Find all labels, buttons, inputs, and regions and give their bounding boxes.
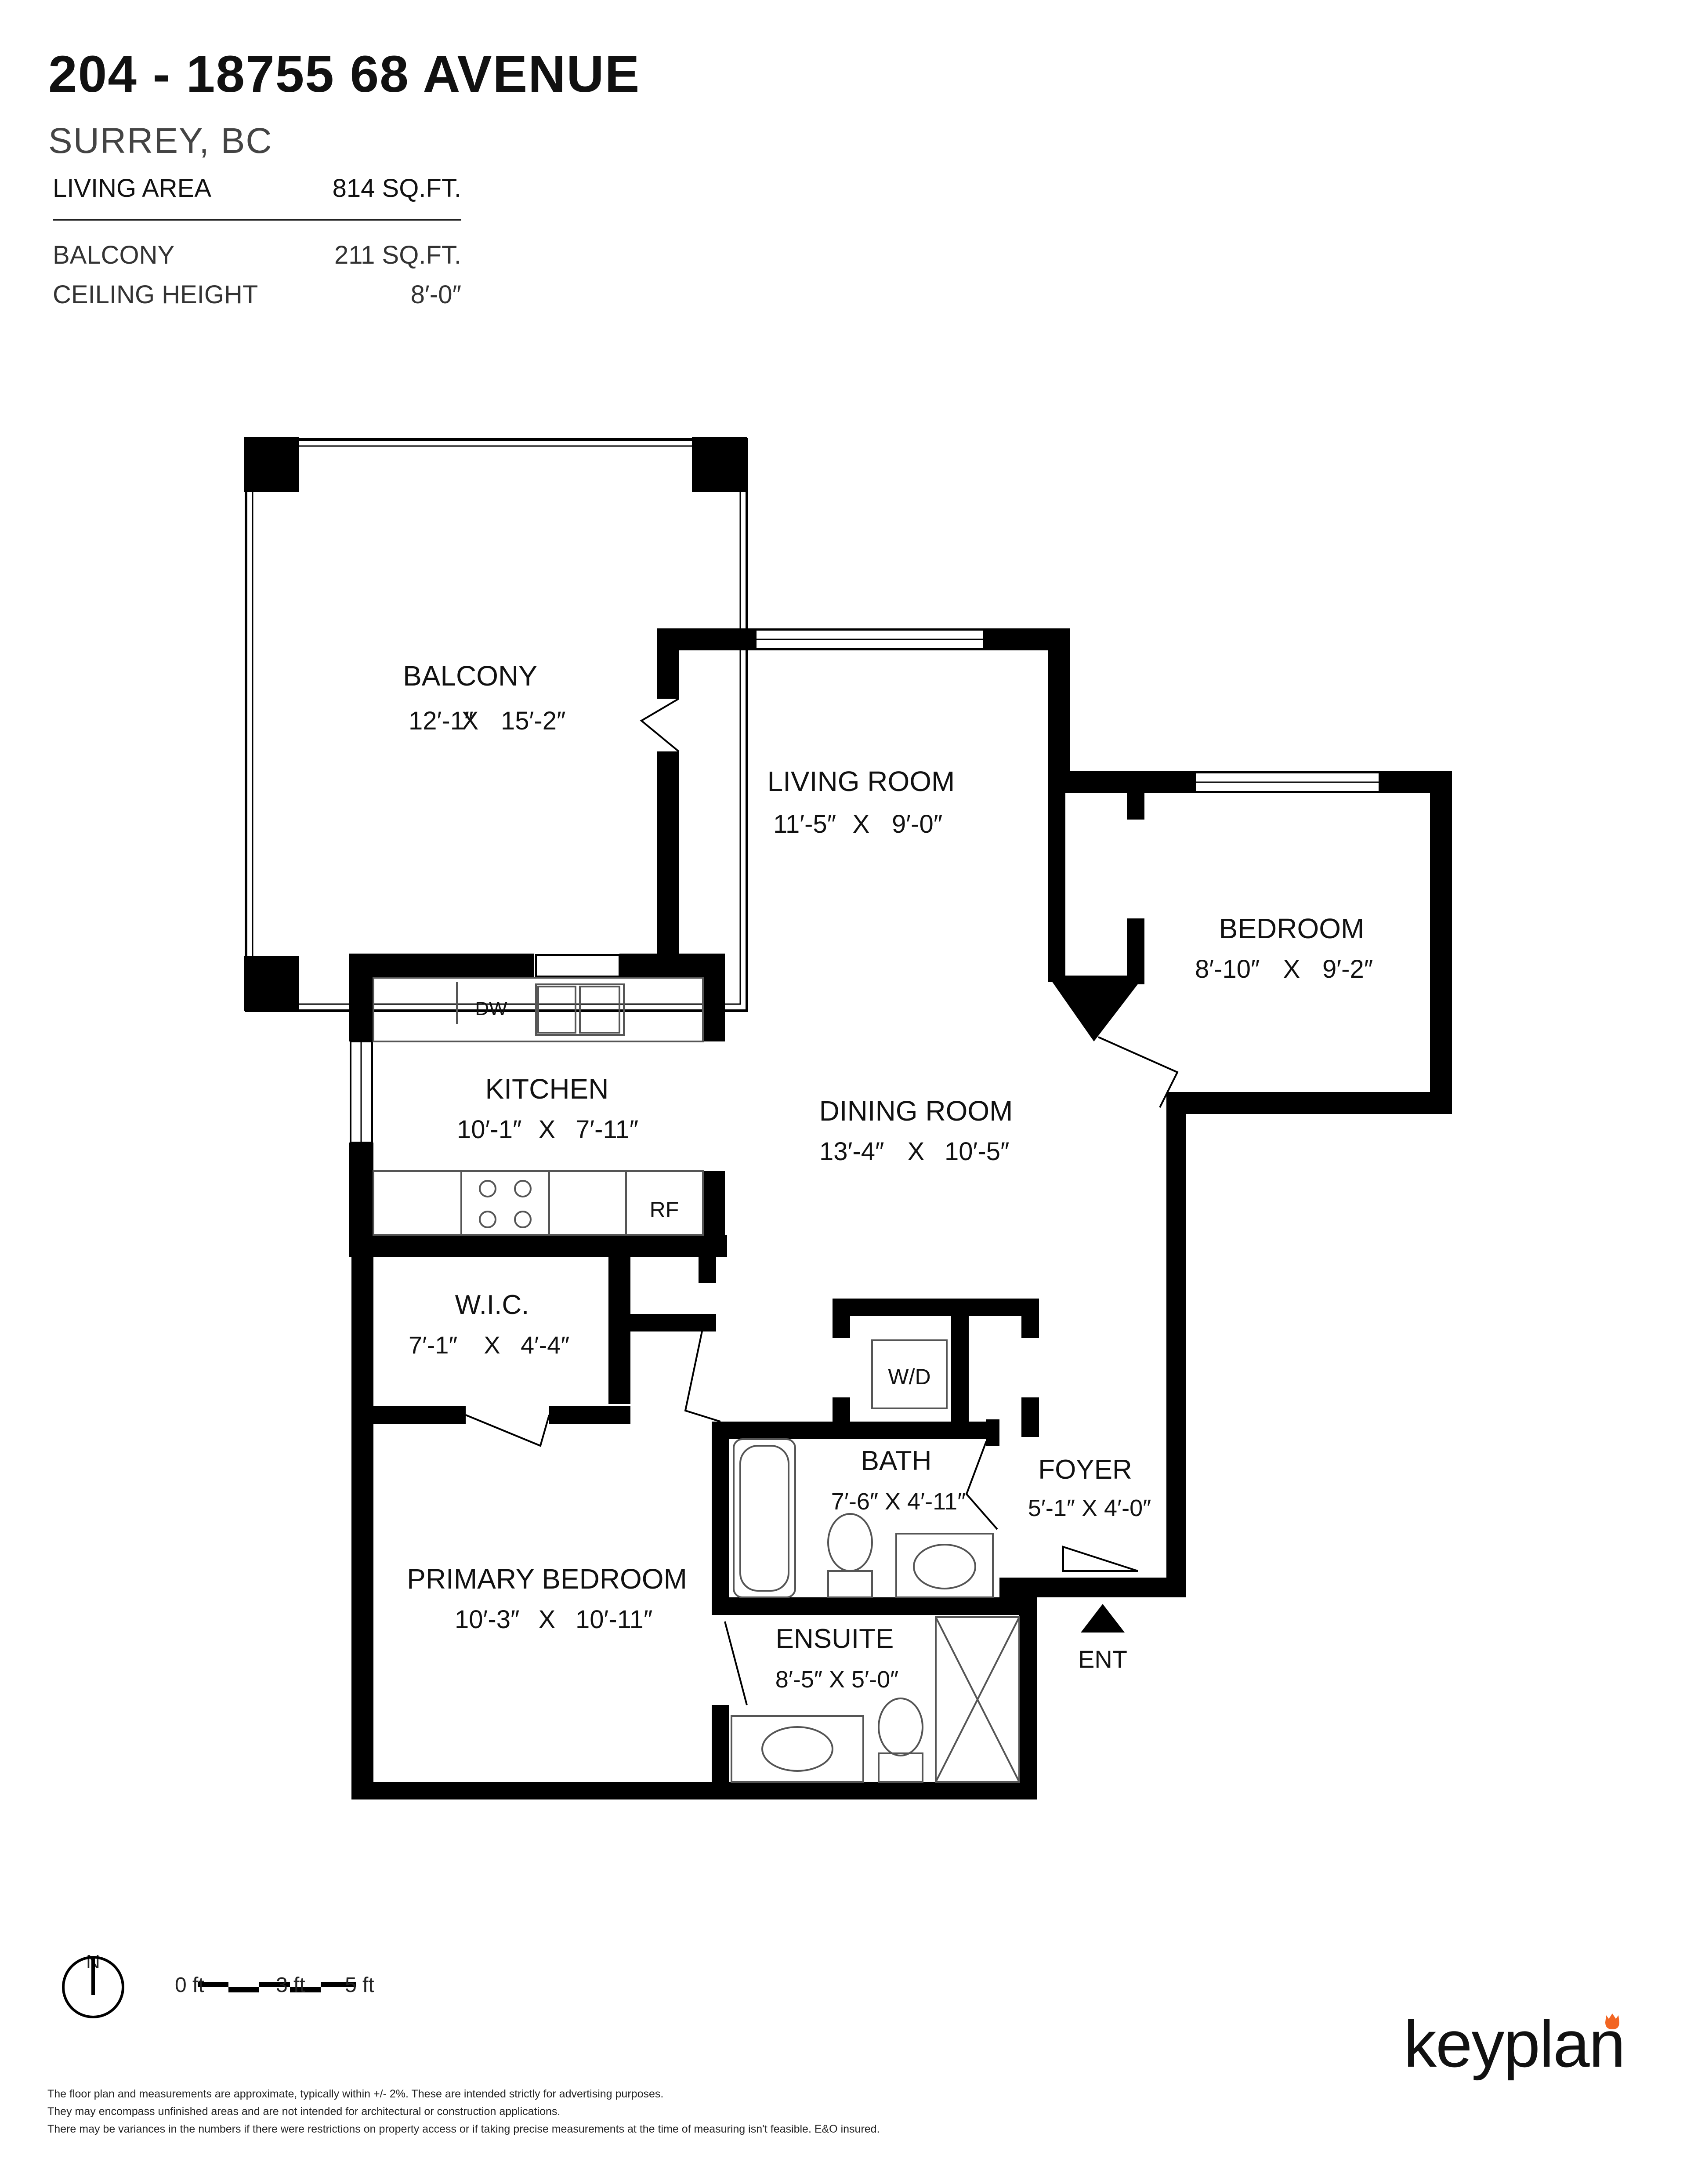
wic-height: 4′-4″ bbox=[521, 1331, 569, 1359]
living-room-height: 9′-0″ bbox=[892, 810, 942, 838]
wic-x: X bbox=[484, 1331, 500, 1359]
ceiling-height-row: CEILING HEIGHT 8′-0″ bbox=[53, 282, 461, 308]
living-room-width: 11′-5″ bbox=[773, 810, 836, 838]
bedroom-height: 9′-2″ bbox=[1322, 955, 1373, 983]
balcony-area-row: BALCONY 211 SQ.FT. bbox=[53, 243, 461, 268]
primary-bedroom-name: PRIMARY BEDROOM bbox=[407, 1563, 687, 1595]
balcony-name: BALCONY bbox=[403, 660, 537, 692]
scale-bar bbox=[198, 1982, 356, 1992]
foyer-name: FOYER bbox=[1038, 1455, 1132, 1485]
living-room-name: LIVING ROOM bbox=[767, 765, 955, 797]
ceiling-height-label: CEILING HEIGHT bbox=[53, 280, 258, 309]
brand-logo: keyplan bbox=[1404, 2007, 1625, 2081]
brand-flame-icon bbox=[1605, 2013, 1619, 2029]
room-labels: BALCONY 12′-1″ X 15′-2″ LIVING ROOM 11′-… bbox=[403, 660, 1373, 1693]
balcony-outline bbox=[244, 437, 748, 1012]
dishwasher-label: DW bbox=[475, 998, 507, 1019]
bedroom-x: X bbox=[1283, 955, 1300, 983]
ensuite-name: ENSUITE bbox=[776, 1624, 894, 1654]
kitchen-height: 7′-11″ bbox=[576, 1115, 638, 1144]
entrance-label: ENT bbox=[1078, 1645, 1127, 1673]
disclaimer-line-3: There may be variances in the numbers if… bbox=[47, 2123, 880, 2135]
primary-bedroom-x: X bbox=[539, 1605, 556, 1634]
bedroom-name: BEDROOM bbox=[1219, 913, 1365, 944]
scale-label-0: 0 ft bbox=[175, 1974, 204, 1997]
balcony-x: X bbox=[462, 707, 479, 735]
scale-label-3: 3 ft bbox=[276, 1974, 305, 1997]
scale-label-5: 5 ft bbox=[345, 1974, 374, 1997]
washer-dryer-label: W/D bbox=[888, 1364, 930, 1389]
property-address: 204 - 18755 68 AVENUE bbox=[48, 45, 641, 103]
foyer-dimensions: 5′-1″ X 4′-0″ bbox=[1028, 1495, 1151, 1521]
ensuite-dimensions: 8′-5″ X 5′-0″ bbox=[775, 1666, 899, 1693]
bath-dimensions: 7′-6″ X 4′-11″ bbox=[831, 1488, 966, 1515]
disclaimer: The floor plan and measurements are appr… bbox=[47, 2085, 880, 2138]
ceiling-height-value: 8′-0″ bbox=[410, 280, 461, 309]
dining-room-height: 10′-5″ bbox=[945, 1137, 1010, 1166]
doors bbox=[465, 698, 1179, 1705]
kitchen-counters bbox=[373, 977, 704, 1236]
balcony-height: 15′-2″ bbox=[501, 707, 566, 735]
dining-room-x: X bbox=[908, 1137, 925, 1166]
bath-name: BATH bbox=[861, 1446, 932, 1476]
disclaimer-line-1: The floor plan and measurements are appr… bbox=[47, 2088, 664, 2100]
windows bbox=[350, 629, 1380, 1143]
fixture-labels: DW RF W/D ENT bbox=[475, 998, 1127, 1673]
wic-name: W.I.C. bbox=[455, 1290, 529, 1320]
wic-width: 7′-1″ bbox=[409, 1331, 457, 1359]
balcony-area-value: 211 SQ.FT. bbox=[334, 241, 461, 269]
entrance-arrow-icon bbox=[1081, 1604, 1125, 1633]
fridge-label: RF bbox=[650, 1197, 679, 1222]
bedroom-width: 8′-10″ bbox=[1195, 955, 1260, 983]
living-area-value: 814 SQ.FT. bbox=[332, 174, 461, 203]
kitchen-x: X bbox=[539, 1115, 556, 1144]
primary-bedroom-width: 10′-3″ bbox=[455, 1605, 520, 1634]
bedroom-closet-corner bbox=[1048, 976, 1144, 1041]
property-city: SURREY, BC bbox=[48, 121, 273, 161]
balcony-width: 12′-1″ bbox=[409, 707, 474, 735]
dining-room-width: 13′-4″ bbox=[819, 1137, 884, 1166]
disclaimer-line-2: They may encompass unfinished areas and … bbox=[47, 2105, 561, 2118]
balcony-area-label: BALCONY bbox=[53, 241, 175, 269]
living-room-x: X bbox=[853, 810, 870, 838]
compass-icon bbox=[62, 1956, 124, 2018]
living-area-label: LIVING AREA bbox=[53, 174, 212, 203]
living-area-row: LIVING AREA 814 SQ.FT. bbox=[53, 176, 461, 221]
kitchen-name: KITCHEN bbox=[485, 1073, 609, 1105]
bathroom-fixtures bbox=[731, 1339, 1020, 1783]
primary-bedroom-height: 10′-11″ bbox=[576, 1605, 652, 1634]
area-specs-table: LIVING AREA 814 SQ.FT. BALCONY 211 SQ.FT… bbox=[53, 176, 461, 308]
kitchen-width: 10′-1″ bbox=[457, 1115, 522, 1144]
plan-header: 204 - 18755 68 AVENUE SURREY, BC bbox=[48, 48, 640, 159]
dining-room-name: DINING ROOM bbox=[819, 1095, 1013, 1127]
